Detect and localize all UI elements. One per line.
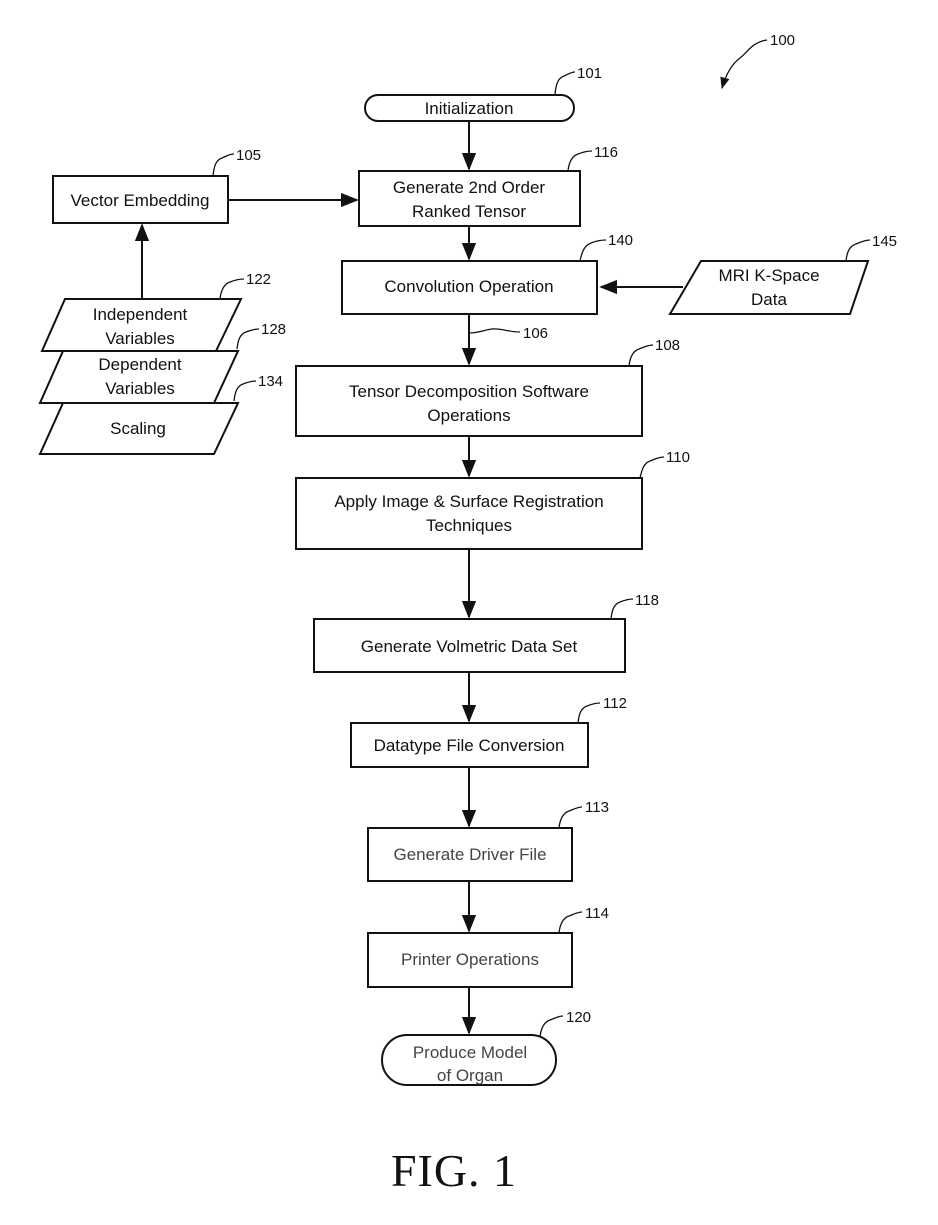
node-printer-ops-label: Printer Operations — [401, 950, 539, 969]
node-mri-kspace-label-2: Data — [751, 290, 787, 309]
ref-vector-embedding: 105 — [236, 147, 261, 164]
ref-independent-vars: 122 — [246, 271, 271, 288]
node-dependent-vars-label-2: Variables — [105, 379, 175, 398]
node-produce-model-label-2: of Organ — [437, 1066, 503, 1085]
node-volumetric-label: Generate Volmetric Data Set — [361, 637, 578, 656]
ref-registration: 110 — [666, 449, 690, 466]
ref-tensor-decomp: 108 — [655, 337, 680, 354]
ref-printer-ops: 114 — [585, 905, 609, 922]
ref-vector-embedding-leader — [213, 154, 234, 176]
ref-generate-tensor: 116 — [594, 144, 618, 161]
ref-figure: 100 — [770, 32, 795, 49]
ref-tensor-decomp-leader — [629, 345, 653, 366]
ref-produce-model: 120 — [566, 1009, 591, 1026]
node-independent-vars-label-2: Variables — [105, 329, 175, 348]
node-scaling-label: Scaling — [110, 419, 166, 438]
node-registration-label-2: Techniques — [426, 516, 512, 535]
ref-registration-leader — [640, 457, 664, 478]
node-vector-embedding-label: Vector Embedding — [71, 191, 210, 210]
node-datatype-conv-label: Datatype File Conversion — [374, 736, 565, 755]
node-convolution-label: Convolution Operation — [384, 277, 553, 296]
ref-driver-file-leader — [559, 807, 582, 828]
node-initialization-label: Initialization — [425, 99, 514, 118]
node-generate-tensor-label-1: Generate 2nd Order — [393, 178, 545, 197]
ref-scaling-leader — [234, 381, 256, 401]
ref-volumetric: 118 — [635, 592, 659, 609]
ref-driver-file: 113 — [585, 799, 609, 816]
node-tensor-decomp-label-1: Tensor Decomposition Software — [349, 382, 589, 401]
node-driver-file-label: Generate Driver File — [393, 845, 546, 864]
ref-produce-model-leader — [540, 1016, 563, 1037]
ref-convolution-leader — [580, 240, 606, 261]
ref-volumetric-leader — [611, 599, 633, 619]
ref-edge-conv-decomp-leader — [469, 329, 520, 333]
ref-printer-ops-leader — [559, 912, 582, 933]
ref-figure-leader — [722, 40, 767, 88]
ref-datatype-conv: 112 — [603, 695, 627, 712]
ref-mri-kspace-leader — [846, 240, 870, 261]
node-dependent-vars-label-1: Dependent — [98, 355, 181, 374]
ref-dependent-vars-leader — [237, 329, 259, 349]
ref-scaling: 134 — [258, 373, 283, 390]
node-tensor-decomp-label-2: Operations — [427, 406, 510, 425]
node-generate-tensor-label-2: Ranked Tensor — [412, 202, 526, 221]
node-independent-vars-label-1: Independent — [93, 305, 188, 324]
ref-initialization: 101 — [577, 65, 602, 82]
ref-datatype-conv-leader — [578, 703, 600, 723]
node-tensor-decomp — [296, 366, 642, 436]
node-mri-kspace-label-1: MRI K-Space — [718, 266, 819, 285]
ref-mri-kspace: 145 — [872, 233, 897, 250]
node-registration-label-1: Apply Image & Surface Registration — [334, 492, 603, 511]
figure-caption: FIG. 1 — [391, 1145, 517, 1196]
ref-edge-conv-decomp: 106 — [523, 325, 548, 342]
node-registration — [296, 478, 642, 549]
ref-initialization-leader — [555, 72, 575, 94]
ref-convolution: 140 — [608, 232, 633, 249]
ref-independent-vars-leader — [220, 279, 244, 299]
node-produce-model-label-1: Produce Model — [413, 1043, 527, 1062]
ref-dependent-vars: 128 — [261, 321, 286, 338]
ref-generate-tensor-leader — [568, 151, 592, 171]
